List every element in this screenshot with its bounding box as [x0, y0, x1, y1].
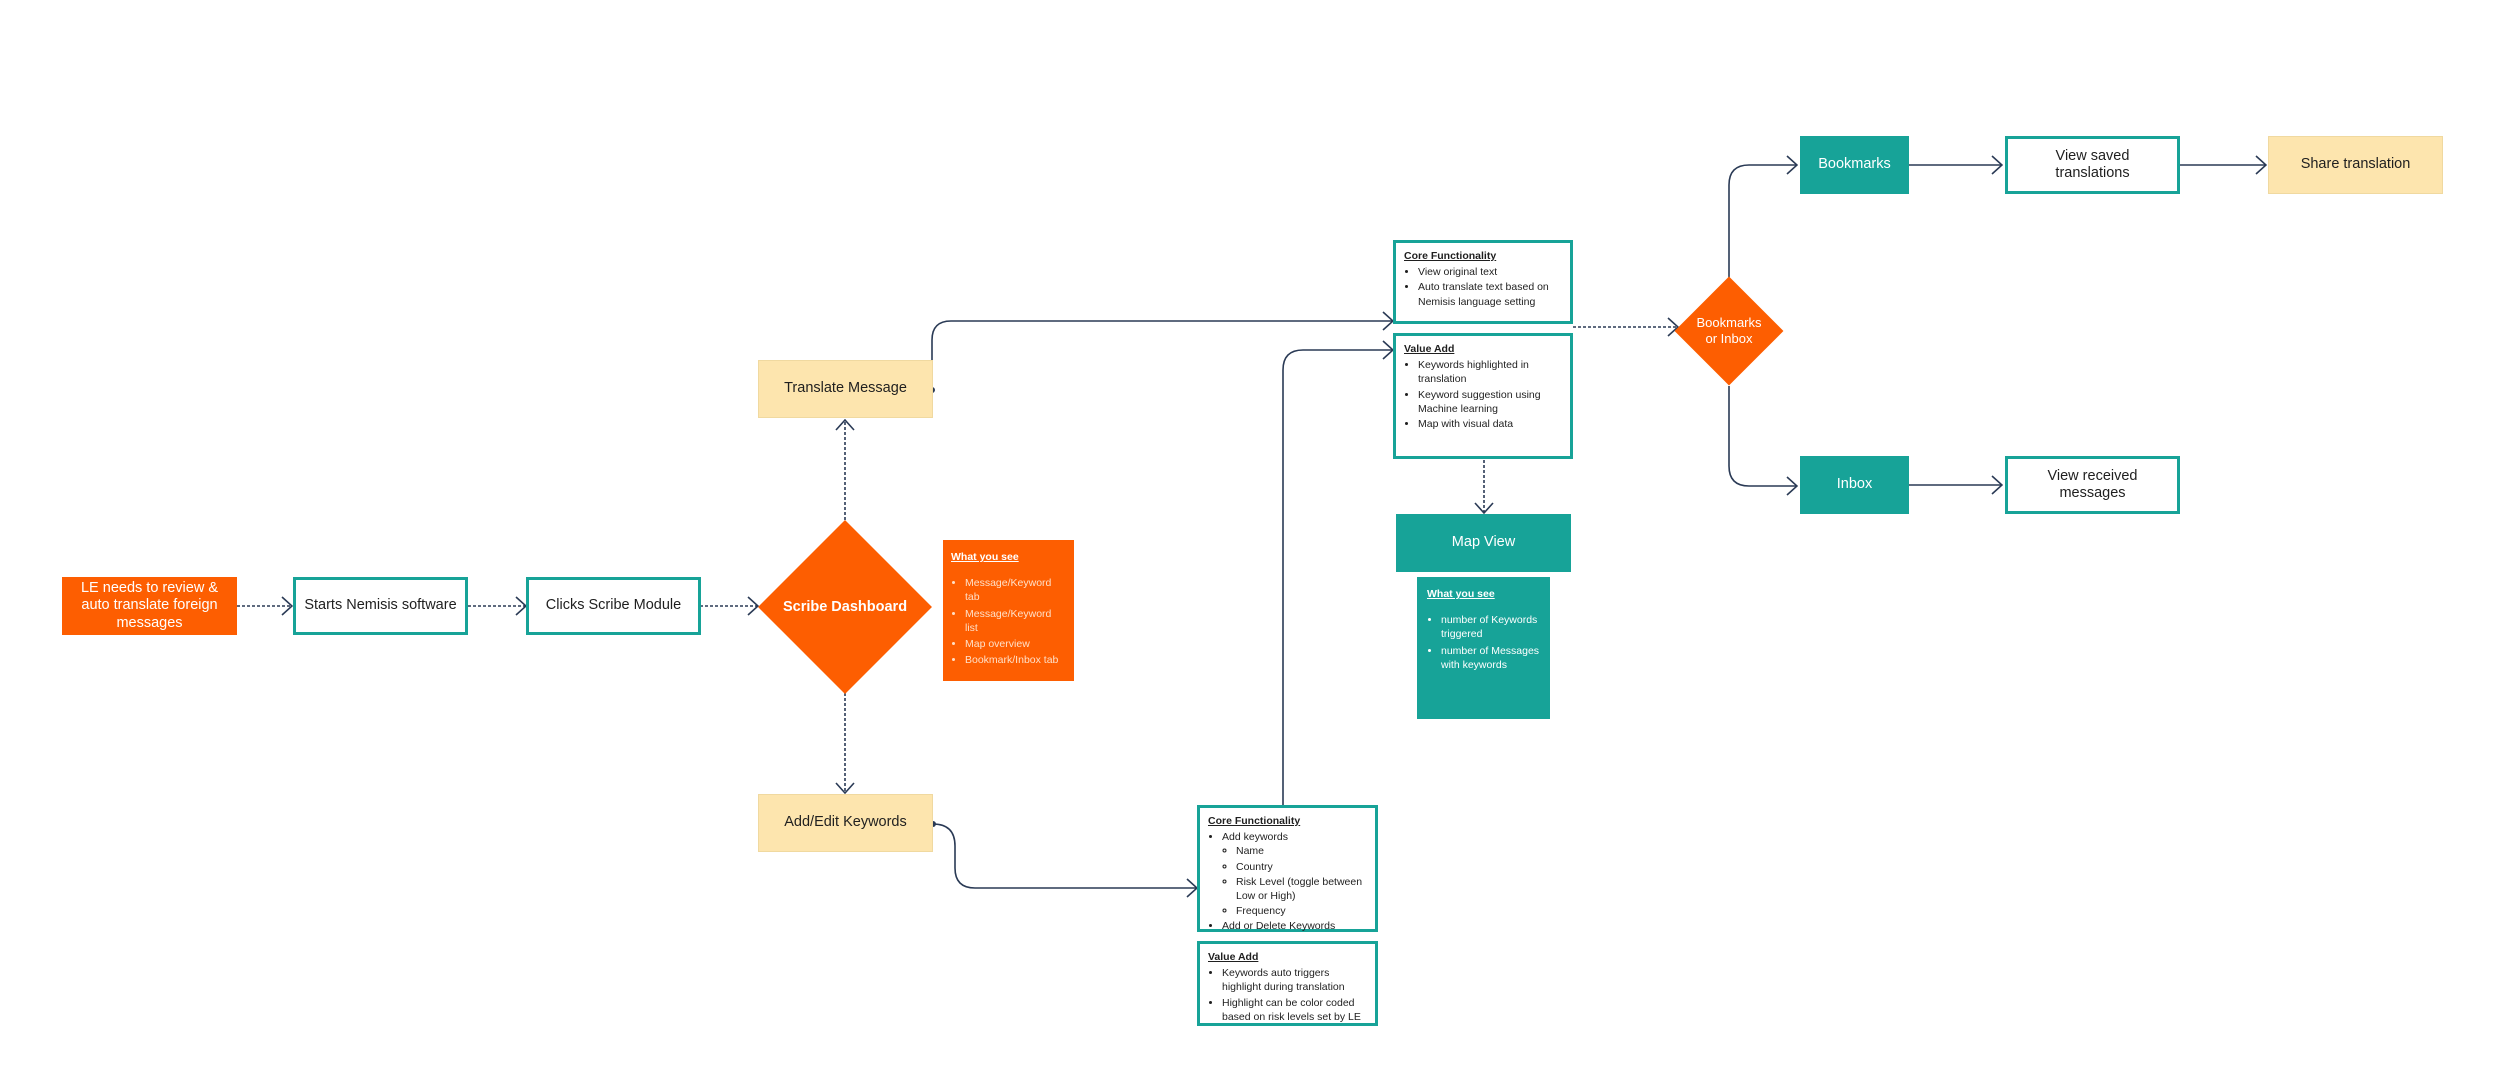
translate-core-title: Core Functionality: [1404, 250, 1497, 262]
edge-keywords-to-core: [932, 823, 1197, 888]
keywords-core-functionality: Core Functionality Add keywords Name Cou…: [1197, 805, 1378, 932]
list-item: Map with visual data: [1418, 417, 1562, 431]
node-starts-nemisis: Starts Nemisis software: [293, 577, 468, 635]
list-item: Message/Keyword list: [965, 607, 1066, 635]
translate-core-list: View original text Auto translate text b…: [1404, 265, 1562, 309]
keywords-value-list: Keywords auto triggers highlight during …: [1208, 966, 1367, 1024]
list-item: Name: [1236, 844, 1367, 858]
node-le-needs: LE needs to review & auto translate fore…: [62, 577, 237, 635]
list-item: Add or Delete Keywords: [1222, 919, 1367, 933]
list-item: Highlight can be color coded based on ri…: [1222, 996, 1367, 1024]
translate-value-title: Value Add: [1404, 343, 1455, 355]
translate-core-functionality: Core Functionality View original text Au…: [1393, 240, 1573, 324]
translate-value-list: Keywords highlighted in translation Keyw…: [1404, 358, 1562, 431]
node-translate-message: Translate Message: [758, 360, 933, 418]
node-view-received: View received messages: [2005, 456, 2180, 514]
keywords-core-title: Core Functionality: [1208, 815, 1301, 827]
keywords-core-sublist: Name Country Risk Level (toggle between …: [1222, 844, 1367, 918]
dashboard-note-list: Message/Keyword tab Message/Keyword list…: [951, 576, 1066, 667]
edge-translate-to-core: [931, 321, 1393, 390]
dashboard-what-you-see: What you see Message/Keyword tab Message…: [943, 540, 1074, 681]
node-bookmarks: Bookmarks: [1800, 136, 1909, 194]
node-clicks-scribe: Clicks Scribe Module: [526, 577, 701, 635]
list-item: Auto translate text based on Nemisis lan…: [1418, 280, 1562, 308]
keywords-value-title: Value Add: [1208, 951, 1259, 963]
bookmarks-or-inbox-label: Bookmarks or Inbox: [1696, 315, 1762, 346]
list-item: Message/Keyword tab: [965, 576, 1066, 604]
list-item: Frequency: [1236, 904, 1367, 918]
node-inbox: Inbox: [1800, 456, 1909, 514]
list-item: View original text: [1418, 265, 1562, 279]
node-share-translation: Share translation: [2268, 136, 2443, 194]
translate-value-add: Value Add Keywords highlighted in transl…: [1393, 333, 1573, 459]
list-item: Bookmark/Inbox tab: [965, 653, 1066, 667]
node-add-edit-keywords: Add/Edit Keywords: [758, 794, 933, 852]
list-item: Keywords highlighted in translation: [1418, 358, 1562, 386]
dashboard-note-title: What you see: [951, 551, 1019, 563]
node-map-view: Map View: [1396, 514, 1571, 572]
edge-keywordscore-to-value: [1282, 350, 1393, 805]
list-item: number of Keywords triggered: [1441, 613, 1542, 641]
list-item: Keywords auto triggers highlight during …: [1222, 966, 1367, 994]
edge-decision-to-inbox: [1728, 386, 1797, 486]
list-item: Map overview: [965, 637, 1066, 651]
list-item: Keyword suggestion using Machine learnin…: [1418, 388, 1562, 416]
map-what-you-see: What you see number of Keywords triggere…: [1417, 577, 1550, 719]
list-item: number of Messages with keywords: [1441, 644, 1542, 672]
keywords-core-list: Add keywords Name Country Risk Level (to…: [1208, 830, 1367, 933]
node-scribe-dashboard: Scribe Dashboard: [758, 520, 932, 694]
map-note-list: number of Keywords triggered number of M…: [1427, 613, 1542, 672]
list-item: Country: [1236, 860, 1367, 874]
edge-decision-to-bookmarks: [1728, 165, 1797, 278]
node-view-saved: View saved translations: [2005, 136, 2180, 194]
keywords-core-item-label: Add keywords: [1222, 831, 1288, 844]
node-bookmarks-or-inbox: Bookmarks or Inbox: [1674, 276, 1784, 386]
list-item: Risk Level (toggle between Low or High): [1236, 875, 1367, 903]
scribe-dashboard-label: Scribe Dashboard: [782, 599, 908, 615]
list-item: Add keywords Name Country Risk Level (to…: [1222, 830, 1367, 918]
keywords-value-add: Value Add Keywords auto triggers highlig…: [1197, 941, 1378, 1026]
map-note-title: What you see: [1427, 588, 1495, 600]
